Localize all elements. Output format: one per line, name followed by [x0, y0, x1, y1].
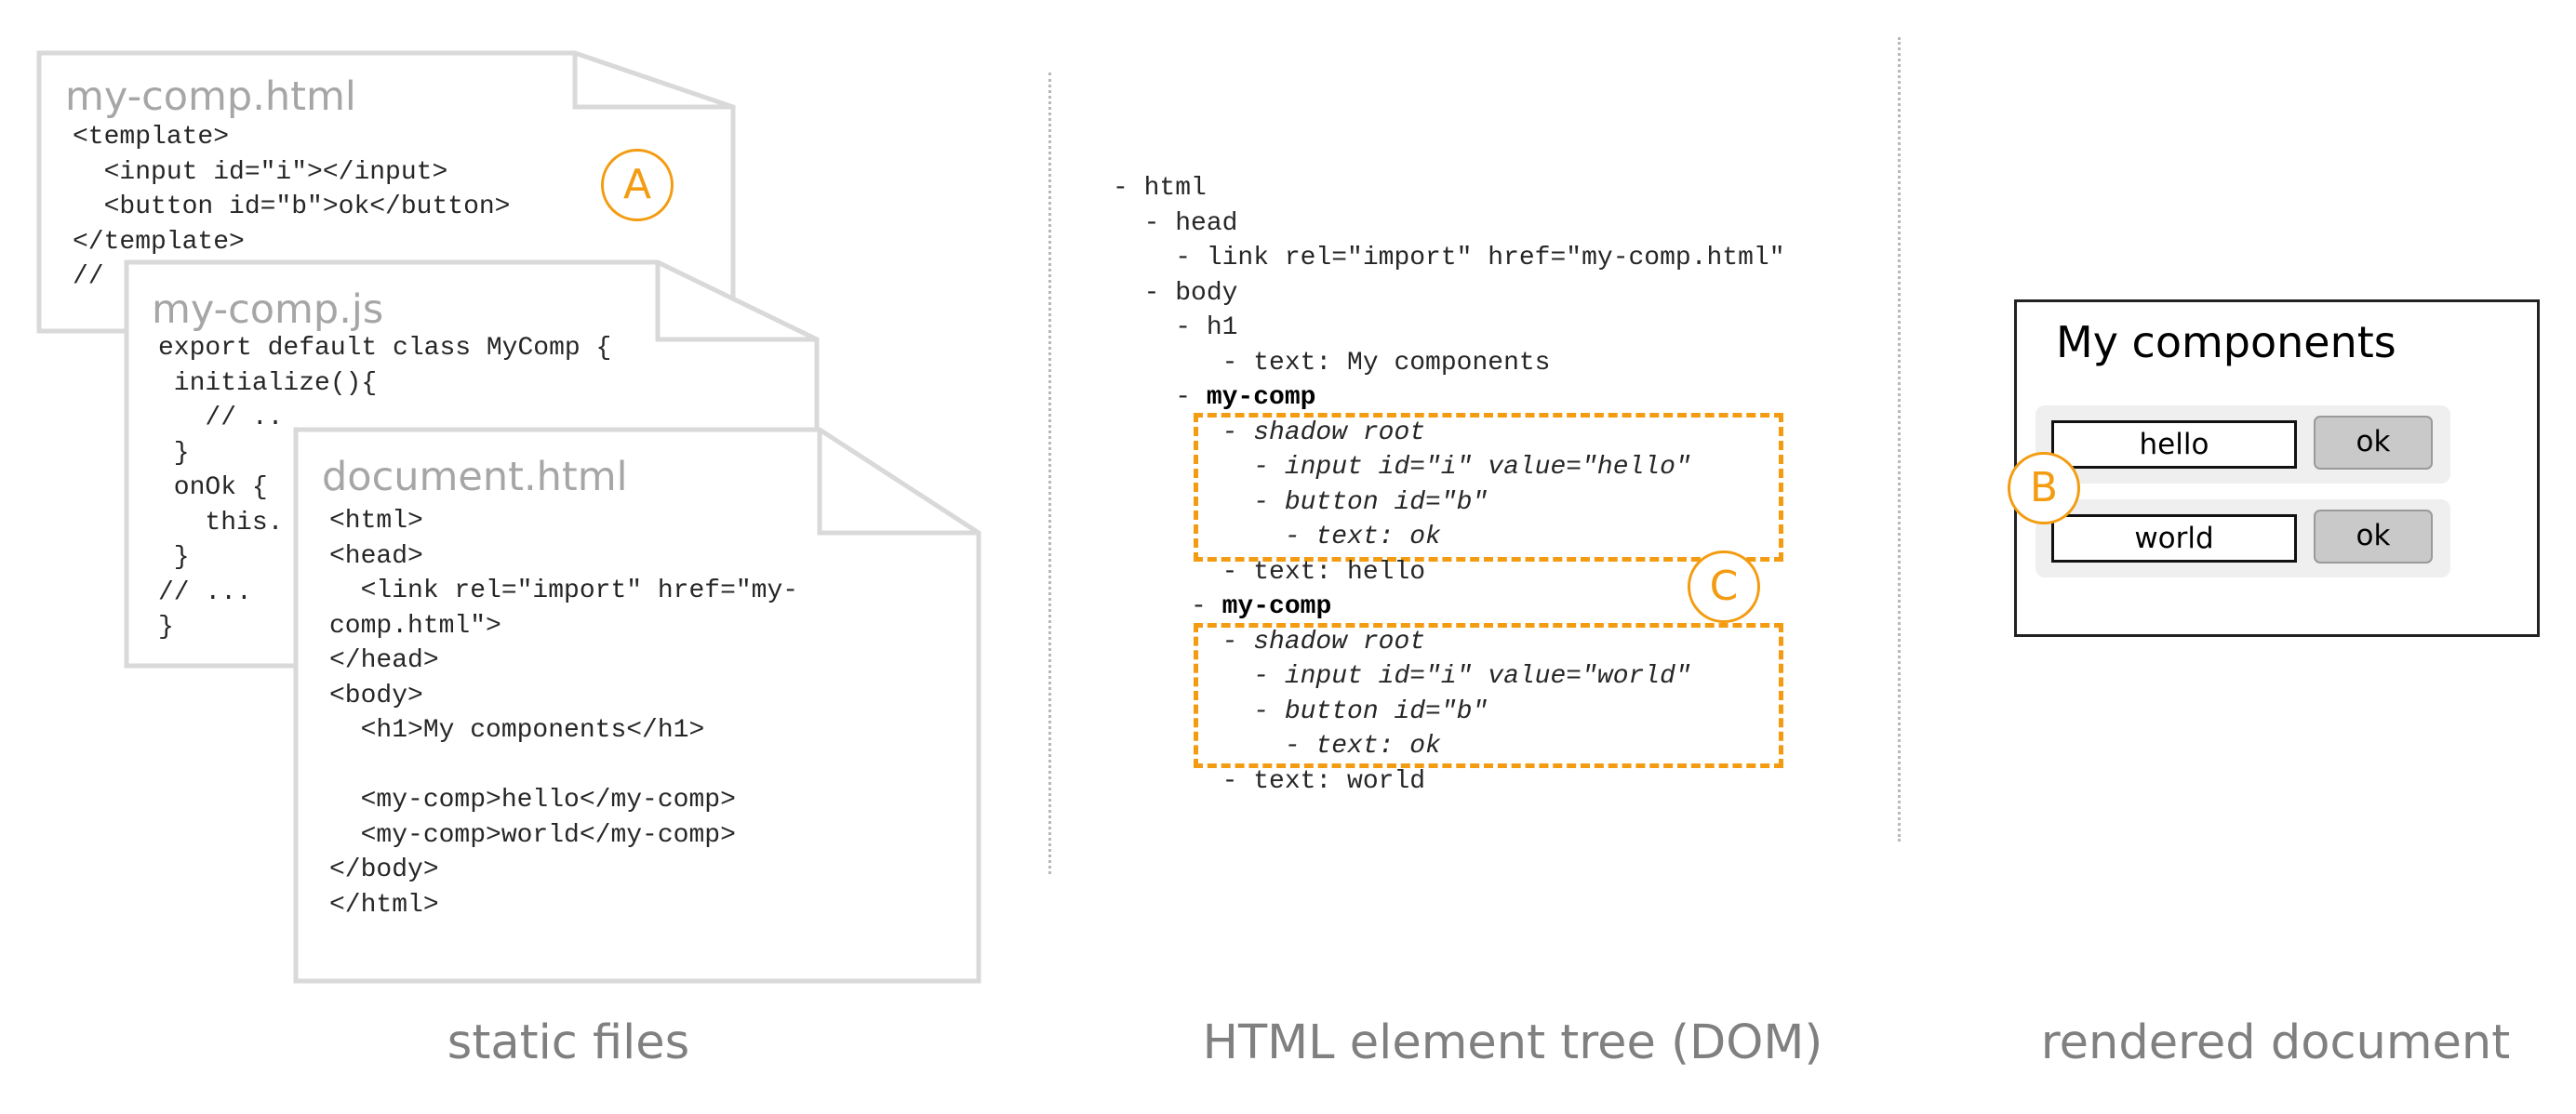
dom-tree-line: - shadow root: [1113, 625, 1785, 660]
dom-tree-line: - html: [1113, 171, 1785, 206]
dom-tree-element-name: my-comp: [1221, 592, 1332, 621]
dom-tree-line: - text: world: [1113, 764, 1785, 800]
code-block: <template> <input id="i"></input> <butto…: [73, 123, 511, 291]
marker-c: C: [1688, 550, 1760, 623]
rendered-ok-button-1[interactable]: ok: [2314, 416, 2433, 470]
dom-tree-line: - my-comp: [1113, 590, 1785, 625]
file-title: document.html: [322, 454, 628, 500]
dom-tree: - html - head - link rel="import" href="…: [1113, 171, 1785, 799]
dom-tree-line-text: - input id="i" value="hello": [1113, 453, 1691, 482]
dom-tree-line: - head: [1113, 206, 1785, 242]
dom-tree-line-text: - button id="b": [1113, 487, 1488, 517]
file-title: my-comp.html: [65, 73, 356, 120]
caption-rendered-document: rendered document: [2040, 1015, 2511, 1070]
dom-tree-line-text: - button id="b": [1113, 696, 1488, 726]
dom-tree-line-text: - input id="i" value="world": [1113, 662, 1691, 691]
dom-tree-element-name: my-comp: [1206, 383, 1316, 412]
rendered-ok-button-2[interactable]: ok: [2314, 510, 2433, 564]
dom-tree-line: - button id="b": [1113, 485, 1785, 521]
dom-tree-line-text: - link rel="import" href="my-comp.html": [1113, 244, 1785, 272]
dom-tree-line-text: - shadow root: [1113, 627, 1426, 656]
dom-tree-line-text: - text: hello: [1113, 557, 1426, 587]
rendered-document-frame: My components hello ok world ok: [2014, 299, 2540, 637]
dom-tree-line: - shadow root: [1113, 416, 1785, 451]
rendered-input-world[interactable]: world: [2051, 514, 2297, 563]
dom-tree-line: - text: My components: [1113, 346, 1785, 381]
shadow-root-highlight-2: [1194, 623, 1783, 768]
dom-tree-line: - h1: [1113, 311, 1785, 346]
rendered-component-2: world ok: [2035, 499, 2450, 577]
dom-tree-line: - text: ok: [1113, 520, 1785, 555]
dom-tree-line: - text: hello: [1113, 555, 1785, 590]
dom-tree-line-text: -: [1113, 592, 1222, 621]
rendered-component-1: hello ok: [2035, 405, 2450, 484]
file-title: my-comp.js: [152, 286, 384, 333]
dom-tree-line-text: - text: ok: [1113, 732, 1441, 761]
dom-tree-line: - link rel="import" href="my-comp.html": [1113, 241, 1785, 276]
dom-tree-line-text: - text: ok: [1113, 523, 1441, 551]
rendered-input-hello[interactable]: hello: [2051, 420, 2297, 469]
dom-tree-line-text: - text: world: [1113, 766, 1426, 796]
dom-tree-line-text: - shadow root: [1113, 418, 1426, 447]
dom-tree-line: - body: [1113, 276, 1785, 312]
rendered-heading: My components: [2056, 317, 2396, 367]
marker-b: B: [2008, 452, 2080, 524]
dom-tree-line-text: - html: [1113, 174, 1207, 203]
separator-right: [1898, 37, 1901, 842]
dom-tree-line-text: -: [1113, 383, 1207, 412]
code-block: export default class MyComp { initialize…: [158, 334, 612, 642]
marker-a: A: [601, 149, 674, 221]
caption-dom-tree: HTML element tree (DOM): [1202, 1015, 1823, 1070]
dom-tree-line-text: - body: [1113, 278, 1238, 308]
dom-tree-line-text: - h1: [1113, 313, 1238, 342]
dom-tree-line-text: - head: [1113, 208, 1238, 238]
separator-left: [1048, 73, 1051, 874]
code-block: <html> <head> <link rel="import" href="m…: [329, 507, 799, 920]
dom-tree-line: - button id="b": [1113, 695, 1785, 730]
dom-tree-line: - text: ok: [1113, 729, 1785, 764]
dom-tree-line-text: - text: My components: [1113, 348, 1551, 378]
caption-static-files: static files: [447, 1015, 690, 1070]
dom-tree-line: - my-comp: [1113, 380, 1785, 416]
dom-tree-line: - input id="i" value="hello": [1113, 450, 1785, 485]
dom-tree-line: - input id="i" value="world": [1113, 659, 1785, 695]
shadow-root-highlight-1: [1194, 413, 1783, 562]
